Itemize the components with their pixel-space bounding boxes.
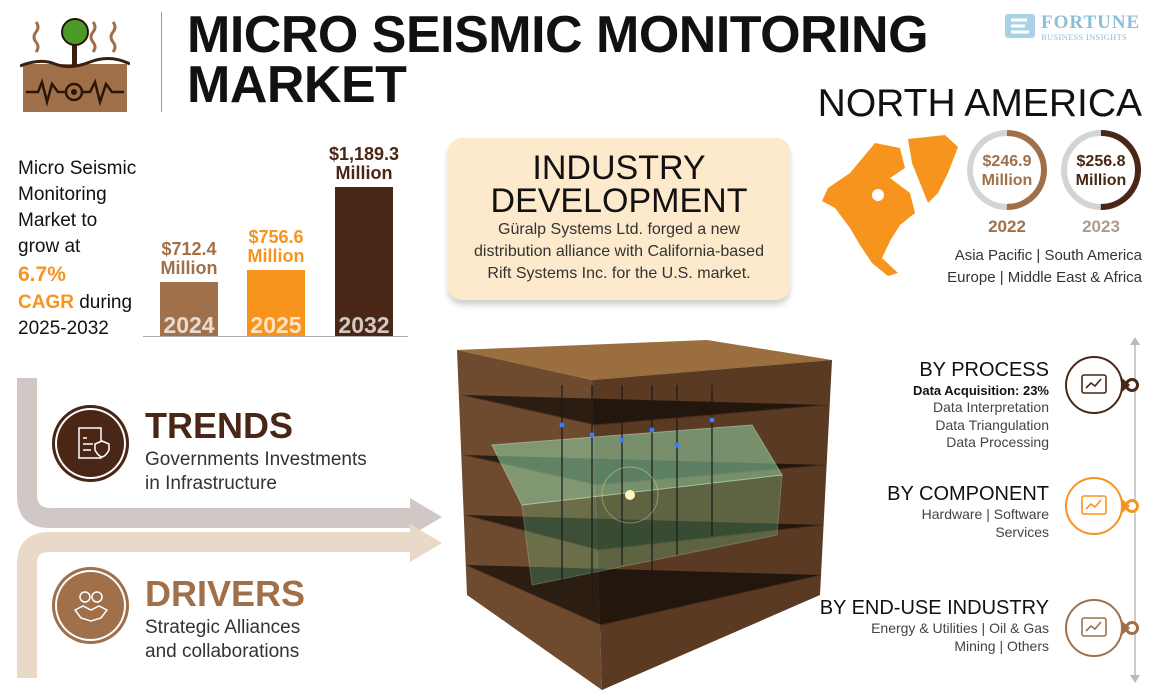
forecast-period: 2025-2032: [18, 318, 109, 339]
underground-seismic-illustration: [457, 340, 832, 690]
industry-title-line-2: DEVELOPMENT: [490, 182, 748, 220]
summary-line: Micro Seismic: [18, 158, 137, 179]
cagr-label: CAGR: [18, 292, 74, 313]
header-divider: [161, 12, 162, 112]
donut-amount: $256.8: [1076, 153, 1126, 170]
bar-value: $1,189.3: [328, 144, 400, 164]
seismic-ground-tree-icon: [20, 18, 130, 112]
donut-amount: $246.9: [982, 153, 1032, 170]
trends-line: Governments Investments: [145, 449, 367, 470]
segment-item: Data Triangulation: [935, 416, 1049, 433]
donut-2022: [967, 130, 1047, 210]
dashboard-analytics-icon: [1065, 477, 1123, 535]
segment-item: Data Processing: [946, 434, 1049, 450]
segment-pointer: [1122, 621, 1130, 635]
donut-year: 2022: [988, 217, 1026, 236]
summary-line: Monitoring: [18, 184, 107, 205]
trends-arrow: [17, 378, 442, 536]
segment-0: BY PROCESS Data Acquisition: 23%Data Inte…: [913, 358, 1049, 452]
industry-body-line: Güralp Systems Ltd. forged a new: [498, 221, 740, 238]
drivers-line: Strategic Alliances: [145, 617, 301, 638]
drivers-title: DRIVERS: [145, 573, 306, 614]
bar-2025: 2025: [247, 270, 305, 338]
flow-arrows: [17, 378, 442, 678]
donut-year: 2023: [1082, 217, 1120, 236]
bar-2032: 2032: [335, 187, 393, 338]
market-summary: Micro Seismic Monitoring Market to grow …: [18, 156, 136, 342]
segment-pointer: [1122, 378, 1130, 392]
other-regions-line-2: Europe | Middle East & Africa: [947, 269, 1142, 286]
other-regions-line-1: Asia Pacific | South America: [954, 247, 1142, 264]
cagr-suffix: during: [73, 292, 133, 313]
chart-baseline: [143, 336, 408, 337]
brand-logo: FORTUNE BUSINESS INSIGHTS: [1005, 12, 1145, 42]
bar-value: $712.4: [161, 239, 217, 259]
bar-2024: 2024: [160, 282, 218, 338]
cagr-value: 6.7%: [18, 263, 66, 286]
donut-2023: [1061, 130, 1141, 210]
title-line-2: MARKET: [187, 56, 407, 114]
fortune-logo-icon: [1005, 14, 1035, 38]
region-title: NORTH AMERICA: [817, 82, 1142, 125]
bar-unit: Million: [335, 163, 393, 183]
industry-body-line: Rift Systems Inc. for the U.S. market.: [487, 265, 751, 282]
data-process-icon: [1065, 356, 1123, 414]
government-document-shield-icon: [52, 405, 129, 482]
brand-tagline: BUSINESS INSIGHTS: [1041, 32, 1128, 42]
handshake-gears-icon: [52, 567, 129, 644]
segment-item: Mining | Others: [954, 637, 1049, 654]
segment-item: Data Interpretation: [933, 399, 1049, 415]
segment-highlight: Data Acquisition: 23%: [912, 383, 1049, 398]
bar-unit: Million: [160, 258, 218, 278]
north-america-map-icon: [822, 135, 958, 276]
trends-title: TRENDS: [145, 405, 294, 446]
segment-item: Hardware | Software: [921, 506, 1049, 522]
segment-title: BY PROCESS: [919, 359, 1049, 381]
drivers-description: Strategic Alliances and collaborations: [145, 616, 300, 664]
donut-unit: Million: [1075, 172, 1127, 189]
drivers-arrow: [17, 524, 442, 678]
bar-value: $756.6: [248, 227, 304, 247]
segment-item: Energy & Utilities | Oil & Gas: [871, 620, 1049, 636]
bar-unit: Million: [247, 246, 305, 266]
page-title: MICRO SEISMIC MONITORING MARKET: [187, 6, 929, 114]
industry-body-line: distribution alliance with California-ba…: [474, 243, 764, 260]
bar-year-label: 2024: [163, 312, 215, 338]
bar-year-label: 2032: [338, 312, 390, 338]
drivers-line: and collaborations: [145, 641, 300, 662]
segment-title: BY END-USE INDUSTRY: [819, 597, 1049, 619]
summary-line: Market to: [18, 210, 98, 231]
summary-line: grow at: [18, 236, 81, 257]
tablet-control-icon: [1065, 599, 1123, 657]
bar-year-label: 2025: [250, 312, 302, 338]
donut-unit: Million: [981, 172, 1033, 189]
brand-name: FORTUNE: [1041, 12, 1141, 33]
trends-line: in Infrastructure: [145, 473, 277, 494]
segment-title: BY COMPONENT: [887, 483, 1049, 505]
segment-item: Services: [995, 523, 1049, 540]
industry-title-line-1: INDUSTRY: [532, 149, 706, 187]
trends-description: Governments Investments in Infrastructure: [145, 448, 367, 496]
segment-pointer: [1122, 499, 1130, 513]
title-line-1: MICRO SEISMIC MONITORING: [187, 6, 929, 64]
